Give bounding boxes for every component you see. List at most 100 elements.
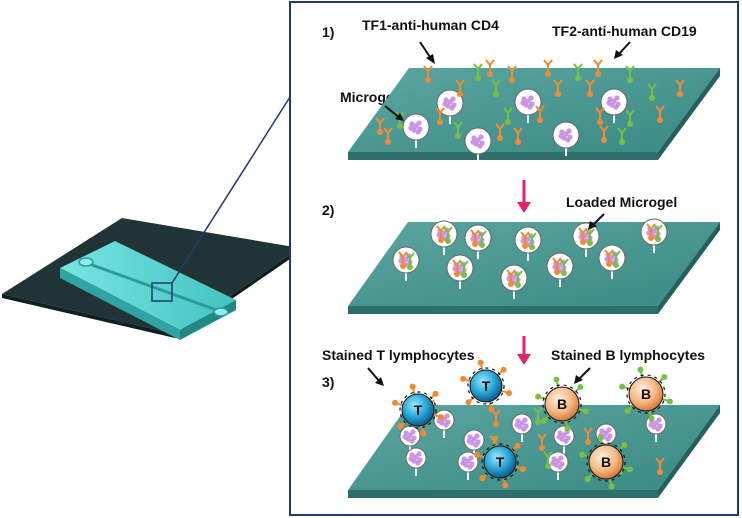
antibody-tf1 xyxy=(507,65,517,83)
captured-antibody-orange xyxy=(436,225,446,243)
cell-type-letter: B xyxy=(641,386,651,402)
label-stained-t: Stained T lymphocytes xyxy=(322,347,475,363)
loaded-microgel xyxy=(392,246,420,281)
antibody-tf2 xyxy=(503,107,513,125)
chip-block-front xyxy=(60,268,180,340)
b-lymphocyte: B xyxy=(579,434,633,490)
arrow-stained-t xyxy=(367,367,384,386)
antibody-tf1 xyxy=(543,59,553,77)
loaded-microgel xyxy=(446,254,474,289)
panel-1: 1) TF1-anti-human CD4 TF2-anti-human CD1… xyxy=(322,17,720,162)
antibody-tf1 xyxy=(375,117,385,135)
microgels-panel-1 xyxy=(402,88,628,162)
antibody-tf1 xyxy=(435,107,445,125)
step-number-2: 2) xyxy=(322,202,334,218)
microgel xyxy=(405,447,427,476)
antibody-tf2 xyxy=(543,451,553,469)
label-loaded-microgel: Loaded Microgel xyxy=(566,194,677,210)
plate-1-side xyxy=(658,68,720,160)
antibody-tf1 xyxy=(423,65,433,83)
chip-base-plate-edge xyxy=(2,294,175,338)
captured-antibody-green xyxy=(459,260,469,278)
microgel xyxy=(399,425,421,454)
step-number-3: 3) xyxy=(322,374,334,390)
plate-3-side xyxy=(658,405,720,498)
captured-antibody-green xyxy=(527,232,537,250)
captured-antibody-green xyxy=(513,270,523,288)
microgel xyxy=(514,88,542,123)
antibody-tf2 xyxy=(473,63,483,81)
microgel xyxy=(547,451,569,480)
zoom-line xyxy=(171,96,291,284)
captured-antibody-green xyxy=(405,252,415,270)
b-lymphocyte: B xyxy=(619,366,673,422)
captured-antibody-green xyxy=(653,224,663,242)
antibody-tf1 xyxy=(535,105,545,123)
loaded-microgel xyxy=(464,224,492,259)
arrow-microgel xyxy=(384,105,404,121)
antibody-tf1 xyxy=(655,457,665,475)
transition-arrow-1 xyxy=(517,180,531,213)
antibody-tf1 xyxy=(513,127,523,145)
antibodies-panel-1 xyxy=(375,59,685,145)
cell-type-letter: T xyxy=(482,378,491,394)
cell-type-letter: T xyxy=(414,402,423,418)
b-lymphocyte: B xyxy=(535,376,589,432)
label-stained-b: Stained B lymphocytes xyxy=(551,347,705,363)
zoom-region-box xyxy=(151,282,173,302)
transition-arrow-2 xyxy=(517,336,531,365)
antibody-tf1 xyxy=(675,79,685,97)
label-microgel: Microgel xyxy=(340,89,398,105)
plate-3-edge xyxy=(348,490,658,498)
loaded-microgel xyxy=(640,218,668,253)
antibody-tf2 xyxy=(647,83,657,101)
t-lymphocyte: T xyxy=(392,383,444,437)
antibody-tf2 xyxy=(453,121,463,139)
label-tf1-antibody: TF1-anti-human CD4 xyxy=(362,17,499,33)
antibody-tf2 xyxy=(625,65,635,83)
microgel xyxy=(552,121,580,156)
antibody-tf1 xyxy=(495,123,505,141)
microgel xyxy=(464,127,492,162)
cell-type-letter: B xyxy=(557,396,567,412)
antibody-tf1 xyxy=(537,433,547,451)
loaded-microgel xyxy=(546,252,574,287)
captured-antibody-green xyxy=(559,258,569,276)
microgel xyxy=(463,429,485,458)
antibody-tf2 xyxy=(625,109,635,127)
plate-1-edge xyxy=(348,152,658,160)
arrow-tf2 xyxy=(614,41,631,59)
antibody-tf1 xyxy=(485,59,495,77)
antibody-tf1 xyxy=(585,79,595,97)
captured-antibody-orange xyxy=(520,231,530,249)
microgel xyxy=(402,113,430,148)
label-tf2-antibody: TF2-anti-human CD19 xyxy=(552,23,697,39)
antibody-tf1 xyxy=(599,125,609,143)
panel-2: 2) Loaded Microgel xyxy=(322,194,720,314)
captured-antibody-green xyxy=(585,228,595,246)
plate-2-edge xyxy=(348,306,658,314)
loaded-microgel xyxy=(572,222,600,257)
loaded-microgel xyxy=(500,264,528,299)
microgel xyxy=(600,88,628,123)
microgel xyxy=(511,413,533,442)
outlet-port xyxy=(213,307,229,317)
t-lymphocyte: T xyxy=(474,435,526,489)
antibody-tf1 xyxy=(595,107,605,125)
captured-antibody-green xyxy=(477,230,487,248)
arrow-tf1 xyxy=(419,41,435,64)
captured-antibody-green xyxy=(611,250,621,268)
loaded-microgel xyxy=(598,244,626,279)
antibody-tf2 xyxy=(491,79,501,97)
plate-2-side xyxy=(658,222,720,314)
antibody-tf2 xyxy=(573,63,583,81)
antibody-tf1 xyxy=(583,427,593,445)
inlet-port xyxy=(78,257,94,267)
step-number-1: 1) xyxy=(322,24,334,40)
arrow-stained-b xyxy=(574,367,591,384)
microgel xyxy=(457,451,479,480)
panel-3: 3) Stained T lymphocytes Stained B lymph… xyxy=(322,347,720,498)
captured-antibody-green xyxy=(443,226,453,244)
